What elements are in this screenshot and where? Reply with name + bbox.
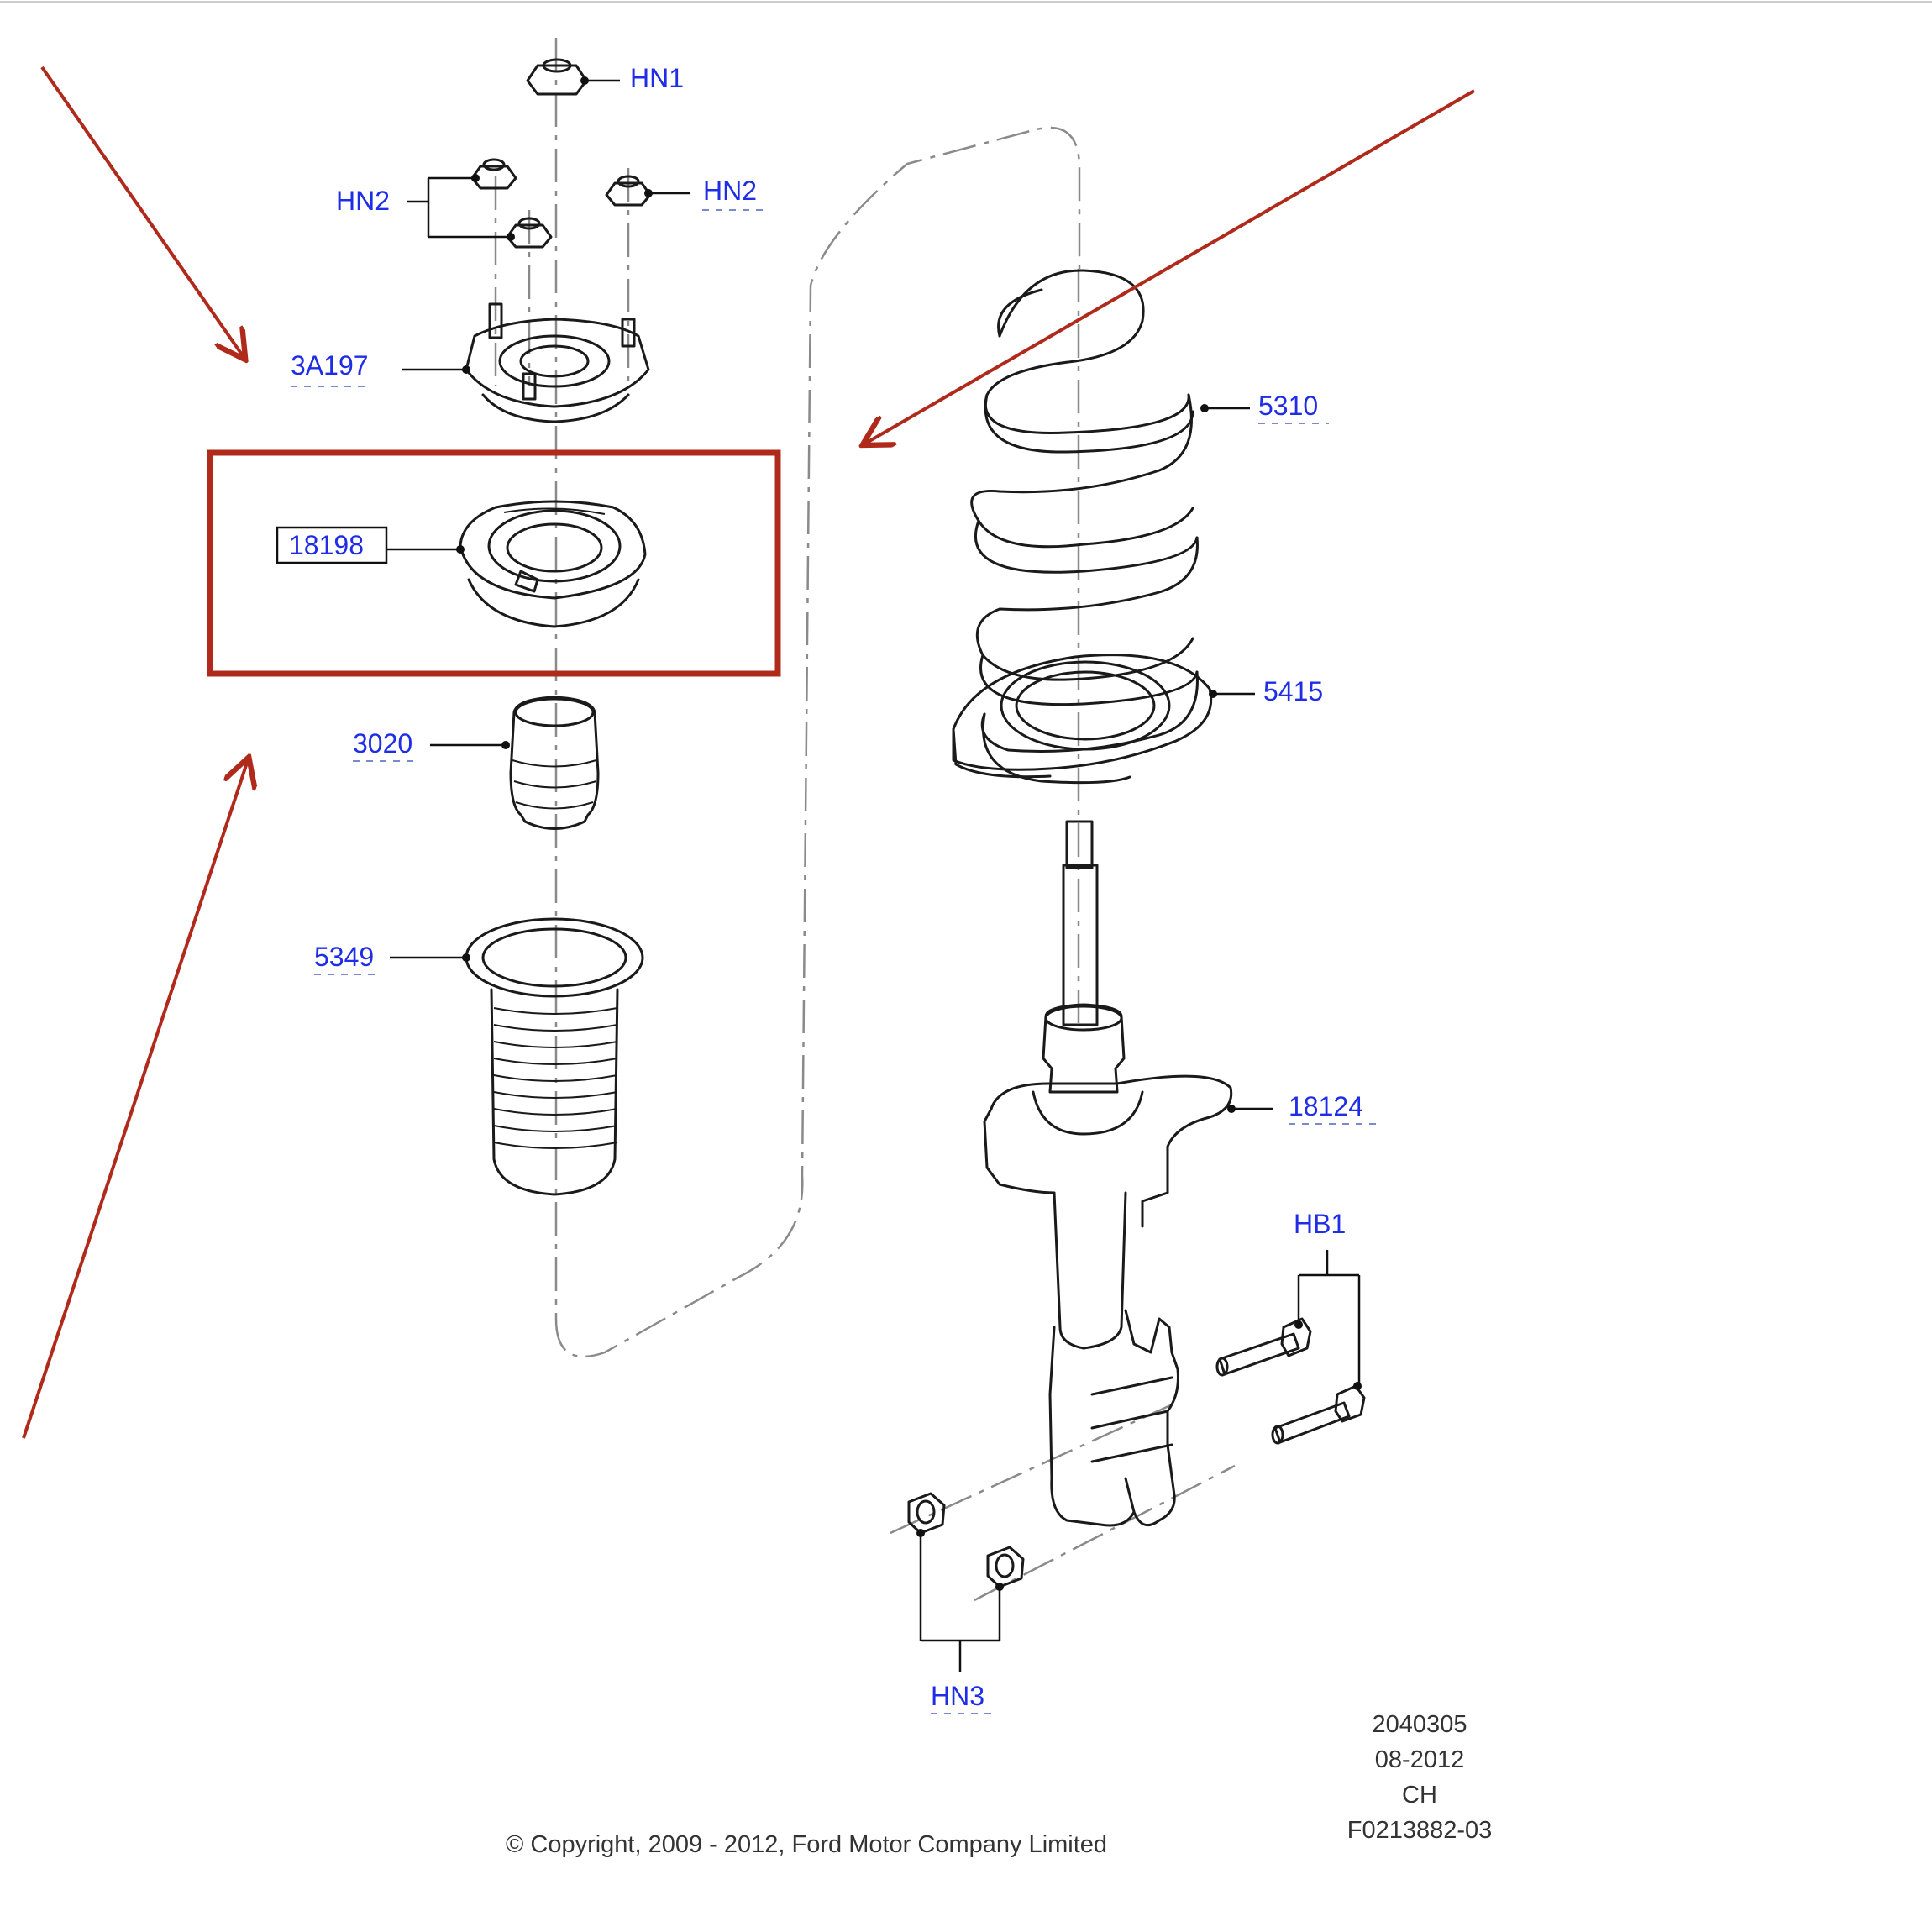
label-5310: 5310 [1258,391,1318,421]
dust-boot-5349 [390,917,644,1196]
nut-hn1 [526,58,620,96]
label-hn2-left: HN2 [336,186,390,216]
nut-hn2-left-upper [470,158,517,190]
label-hb1: HB1 [1294,1209,1346,1239]
label-18124: 18124 [1289,1091,1363,1121]
callout-arrows [22,66,1476,1439]
boot-ribs [493,1007,618,1149]
label-18198-box [276,526,388,564]
nut-hn3-left [907,1492,946,1537]
label-3a197: 3A197 [291,350,369,381]
meta-region: CH [1402,1782,1437,1809]
hn2-left-bracket [407,176,511,239]
assembly-axes [494,38,1236,1602]
nut-hn2-right [605,175,690,207]
label-18198: 18198 [289,530,364,560]
label-5349: 5349 [314,942,374,972]
spring-seat-18198 [386,500,647,628]
part-labels: HN1 HN2 HN2 3A197 18198 3020 5349 5310 5… [276,63,1378,1714]
nut-hn3-right [986,1546,1025,1591]
assembly-loop-path [554,126,1081,1358]
callout-arrow-bottom-left [22,760,248,1439]
label-hn2-right: HN2 [703,176,757,206]
shock-absorber-18124 [983,820,1273,1527]
label-3020: 3020 [353,728,412,759]
top-mount-3a197 [402,302,650,423]
hb1-bracket [1297,1250,1361,1386]
bolt-axis-lower [974,1464,1236,1602]
spring-insulator-5415 [952,654,1255,779]
meta-date: 08-2012 [1375,1746,1464,1773]
callout-arrow-top-right [865,89,1476,444]
meta-number: 2040305 [1373,1711,1467,1738]
figure-meta: 2040305 08-2012 CH F0213882-03 [1347,1711,1493,1844]
hn3-bracket [919,1533,1001,1672]
coil-spring-5310 [970,269,1250,785]
highlight-box [207,449,781,677]
label-hn3: HN3 [931,1681,984,1711]
bump-stop-3020 [430,696,600,830]
meta-figure-code: F0213882-03 [1347,1817,1493,1844]
bolt-hb1-upper [1215,1317,1312,1377]
callout-arrow-top-left [40,66,244,357]
copyright-notice: © Copyright, 2009 - 2012, Ford Motor Com… [506,1831,1107,1858]
label-5415: 5415 [1263,676,1323,706]
bolt-axis-upper [890,1401,1177,1535]
label-hn1: HN1 [630,63,684,93]
bolt-hb1-lower [1271,1382,1366,1445]
